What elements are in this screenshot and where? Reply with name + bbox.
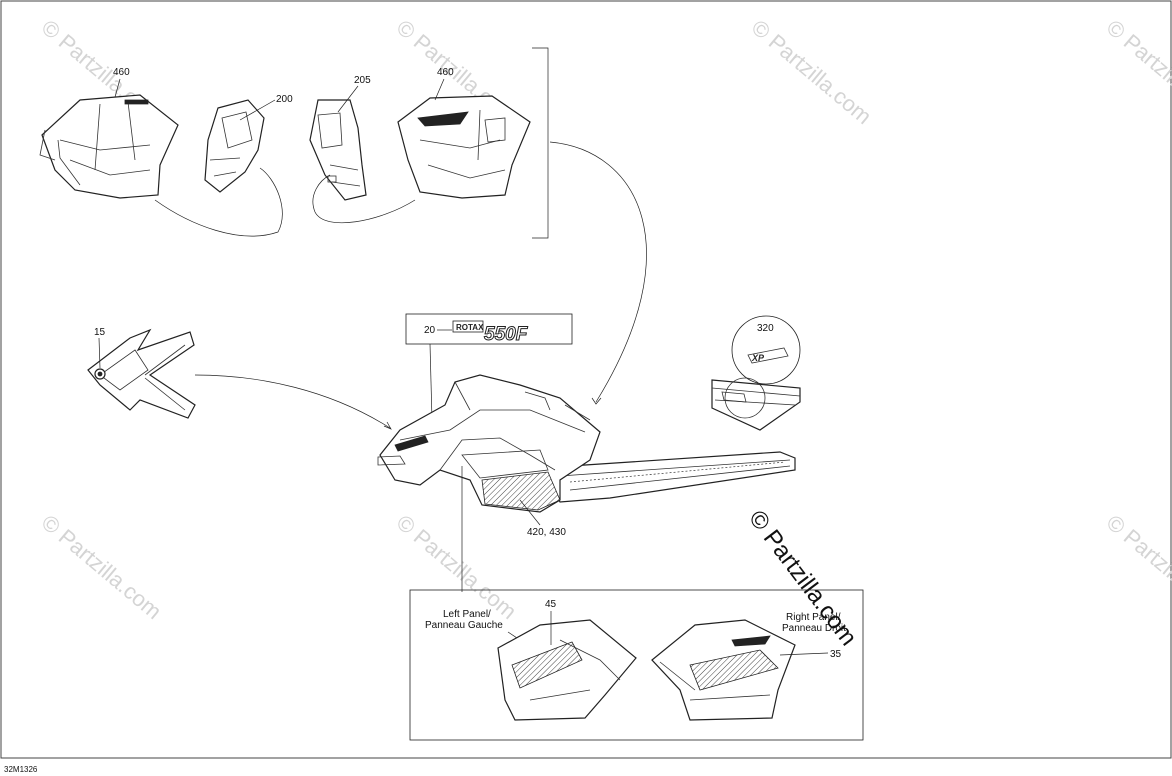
callout-20: 20 bbox=[424, 325, 436, 336]
part-200-inner-panel bbox=[204, 99, 265, 193]
arrow-head bbox=[591, 397, 602, 405]
watermark-group: © Partzilla.com © Partzilla.com © Partzi… bbox=[37, 15, 1172, 624]
watermark: © Partzilla.com bbox=[37, 510, 167, 624]
part-35-right-panel-decal bbox=[651, 619, 796, 721]
leader-line bbox=[239, 99, 276, 121]
watermark: © Partzilla.com bbox=[392, 510, 522, 624]
part-460-left-side-panel bbox=[39, 94, 179, 199]
callout-205: 205 bbox=[354, 75, 371, 86]
right-panel-label-line2: Panneau Droit bbox=[782, 623, 846, 634]
arrow-curve bbox=[154, 167, 283, 237]
part-15-hood-decal bbox=[87, 328, 196, 419]
frame-border bbox=[0, 0, 1172, 759]
callout-35: 35 bbox=[830, 649, 842, 660]
arrow-head bbox=[383, 421, 392, 430]
watermark: © Partzilla.com bbox=[1102, 510, 1172, 624]
arrow-curve bbox=[312, 174, 416, 224]
part-460-right-side-panel bbox=[397, 95, 531, 199]
left-panel-label-line1: Left Panel/ bbox=[443, 609, 491, 620]
watermark: © Partzilla.com bbox=[747, 15, 877, 129]
leader-line bbox=[98, 337, 101, 369]
part-45-left-panel-decal bbox=[497, 619, 637, 721]
part-320-tunnel-decal: XP bbox=[711, 315, 801, 431]
callout-45: 45 bbox=[545, 599, 557, 610]
callout-460: 460 bbox=[113, 67, 130, 78]
leader-line bbox=[429, 343, 433, 421]
part-205-inner-panel bbox=[309, 99, 367, 201]
xp-logo-text: XP bbox=[751, 353, 765, 363]
arrow-curve bbox=[549, 141, 647, 403]
callout-420-430: 420, 430 bbox=[527, 527, 566, 538]
callout-200: 200 bbox=[276, 94, 293, 105]
callout-15: 15 bbox=[94, 327, 106, 338]
rotax-text: ROTAX bbox=[456, 323, 484, 332]
panel-inset-box bbox=[409, 589, 864, 741]
right-panel-label-line1: Right Panel/ bbox=[786, 612, 841, 623]
rotax-decal: ROTAX 550F bbox=[452, 320, 529, 346]
callout-320: 320 bbox=[757, 323, 774, 334]
leader-line bbox=[519, 499, 541, 526]
arrow-line bbox=[194, 374, 391, 429]
leader-line bbox=[779, 652, 829, 656]
left-panel-label-line2: Panneau Gauche bbox=[425, 620, 503, 631]
snowmobile-main-assembly bbox=[377, 374, 796, 513]
callout-460: 460 bbox=[437, 67, 454, 78]
watermark: © Partzilla.com bbox=[1102, 15, 1172, 129]
leader-line bbox=[434, 78, 445, 101]
model-text: 550F bbox=[484, 324, 529, 345]
leader-line bbox=[114, 78, 121, 98]
drawing-code: 32M1326 bbox=[4, 765, 38, 774]
leader-line bbox=[337, 85, 359, 113]
group-bracket bbox=[532, 47, 549, 239]
decal-20-box bbox=[405, 313, 573, 345]
